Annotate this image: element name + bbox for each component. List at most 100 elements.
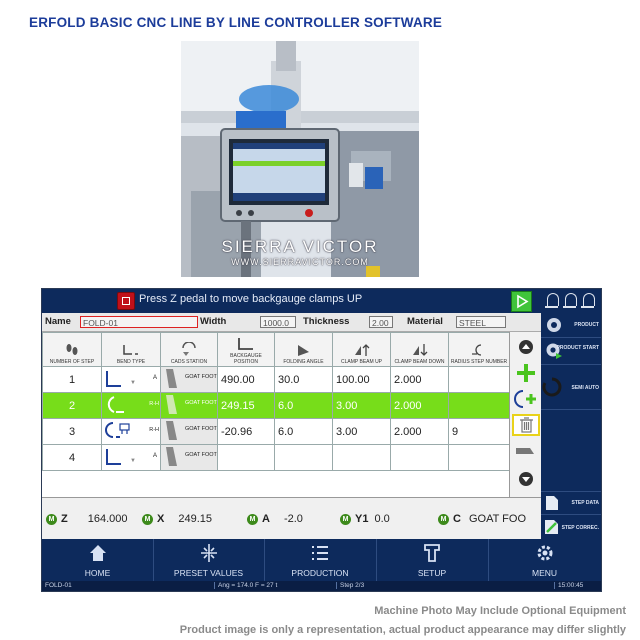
home-icon: [89, 545, 106, 561]
tool-cell[interactable]: GOAT FOOT: [160, 444, 218, 471]
semi-auto-icon: [542, 377, 562, 397]
edit-document-icon: [545, 520, 558, 534]
bend-type-cell[interactable]: R-H: [101, 392, 161, 419]
nav-production[interactable]: PRODUCTION: [264, 539, 377, 581]
backgauge-value[interactable]: 490.00: [217, 366, 275, 393]
bend-shape-icon: [105, 422, 130, 438]
folding-angle-icon: [297, 345, 309, 356]
tool-cell[interactable]: GOAT FOOT: [160, 418, 218, 445]
bottom-navigation: HOME PRESET VALUES PRODUCTION SETUP MENU: [42, 539, 601, 581]
bend-type-cell[interactable]: A ▼: [101, 444, 161, 471]
watermark-url: WWW.SIERRAVICTOR.COM: [231, 257, 369, 267]
name-field[interactable]: FOLD-01: [80, 316, 198, 328]
thickness-label: Thickness: [303, 316, 350, 327]
goat-foot-tool-icon: [166, 421, 177, 440]
caption-representation-notice: Product image is only a representation, …: [179, 624, 626, 636]
angle-value[interactable]: 6.0: [274, 392, 333, 419]
radius-value[interactable]: [448, 366, 510, 393]
backgauge-value[interactable]: 249.15: [217, 392, 275, 419]
step-number: 3: [42, 418, 102, 445]
flat-step-button[interactable]: [512, 440, 540, 462]
backgauge-value[interactable]: [217, 444, 275, 471]
col-header-radius-step: RADIUS STEP NUMBER: [448, 332, 510, 367]
clamp-up-value[interactable]: 100.00: [332, 366, 391, 393]
move-down-button[interactable]: [512, 468, 540, 490]
document-icon: [546, 496, 558, 510]
axis-badge-icon: M: [438, 513, 449, 525]
radius-step-icon: [472, 344, 482, 356]
clamp-up-value[interactable]: [332, 444, 391, 471]
col-header-step: NUMBER OF STEP: [42, 332, 102, 367]
bend-type-cell[interactable]: R-H: [101, 418, 161, 445]
plus-icon: [517, 364, 535, 382]
bend-type-icon: [123, 345, 138, 355]
radius-value[interactable]: [448, 392, 510, 419]
clamp-up-icon: [354, 344, 369, 356]
angle-value[interactable]: [274, 444, 333, 471]
axis-badge-icon: M: [142, 513, 153, 525]
footprints-icon: [66, 344, 78, 355]
angle-value[interactable]: 30.0: [274, 366, 333, 393]
width-label: Width: [200, 316, 227, 327]
clamp-up-value[interactable]: 3.00: [332, 418, 391, 445]
step-number: 2: [42, 392, 102, 419]
insert-bend-button[interactable]: [512, 388, 540, 410]
nav-setup[interactable]: SETUP: [376, 539, 489, 581]
dropdown-caret-icon[interactable]: ▼: [130, 458, 136, 464]
radius-value[interactable]: [448, 444, 510, 471]
tool-cell[interactable]: GOAT FOOT: [160, 366, 218, 393]
product-start-button[interactable]: PRODUCT START: [541, 338, 601, 365]
table-row[interactable]: 1 A ▼ GOAT FOOT 490.00 30.0 100.00 2.000: [42, 366, 510, 393]
semi-auto-button[interactable]: SEMI AUTO: [541, 365, 601, 410]
backgauge-icon: [238, 338, 253, 350]
bell-icon[interactable]: [563, 293, 577, 308]
thickness-field[interactable]: 2.00: [369, 316, 393, 328]
nav-home[interactable]: HOME: [42, 539, 154, 581]
backgauge-value[interactable]: -20.96: [217, 418, 275, 445]
goat-foot-tool-icon: [166, 395, 177, 414]
product-button[interactable]: PRODUCT: [541, 313, 601, 338]
cads-station-icon: [182, 342, 196, 356]
material-field[interactable]: STEEL: [456, 316, 506, 328]
bend-shape-icon: [106, 449, 121, 465]
dropdown-caret-icon[interactable]: ▼: [130, 380, 136, 386]
setup-tool-icon: [424, 544, 440, 562]
clamp-down-value[interactable]: 2.000: [390, 366, 449, 393]
footer-product-name: FOLD-01: [45, 582, 72, 589]
nav-preset-values[interactable]: PRESET VALUES: [153, 539, 265, 581]
table-row-selected[interactable]: 2 R-H GOAT FOOT 249.15 6.0 3.00 2.000: [42, 392, 510, 419]
clamp-down-value[interactable]: [390, 444, 449, 471]
step-correction-button[interactable]: STEP CORREC.: [541, 514, 601, 540]
footer-clock: 15:00:45: [554, 582, 583, 589]
col-header-clamp-down: CLAMP BEAM DOWN: [390, 332, 449, 367]
col-header-cads-station: CADS STATION: [160, 332, 218, 367]
step-data-button[interactable]: STEP DATA: [541, 491, 601, 514]
delete-step-button[interactable]: [512, 414, 540, 436]
move-up-button[interactable]: [512, 336, 540, 358]
table-row[interactable]: 4 A ▼ GOAT FOOT: [42, 444, 510, 471]
controller-screen: Press Z pedal to move backgauge clamps U…: [41, 288, 602, 592]
bend-type-cell[interactable]: A ▼: [101, 366, 161, 393]
table-row[interactable]: 3 R-H GOAT FOOT -20.96 6.0 3.00 2.000 9: [42, 418, 510, 445]
radius-value[interactable]: 9: [448, 418, 510, 445]
goat-foot-tool-icon: [166, 447, 177, 466]
start-button[interactable]: [511, 291, 532, 312]
bell-icon[interactable]: [545, 293, 559, 308]
gear-icon: [537, 545, 552, 561]
clamp-down-value[interactable]: 2.000: [390, 392, 449, 419]
width-field[interactable]: 1000.0: [260, 316, 296, 328]
add-step-button[interactable]: [512, 362, 540, 384]
clamp-down-value[interactable]: 2.000: [390, 418, 449, 445]
material-label: Material: [407, 316, 443, 327]
stop-button[interactable]: [117, 292, 135, 310]
axis-badge-icon: M: [247, 513, 258, 525]
nav-menu[interactable]: MENU: [488, 539, 601, 581]
clamp-up-value[interactable]: 3.00: [332, 392, 391, 419]
product-info-bar: Name FOLD-01 Width 1000.0 Thickness 2.00…: [42, 313, 541, 332]
insert-bend-icon: [514, 390, 536, 408]
angle-value[interactable]: 6.0: [274, 418, 333, 445]
bell-icon[interactable]: [581, 293, 595, 308]
tool-cell[interactable]: GOAT FOOT: [160, 392, 218, 419]
steps-table: NUMBER OF STEP BEND TYPE CADS STATION BA…: [42, 332, 510, 471]
